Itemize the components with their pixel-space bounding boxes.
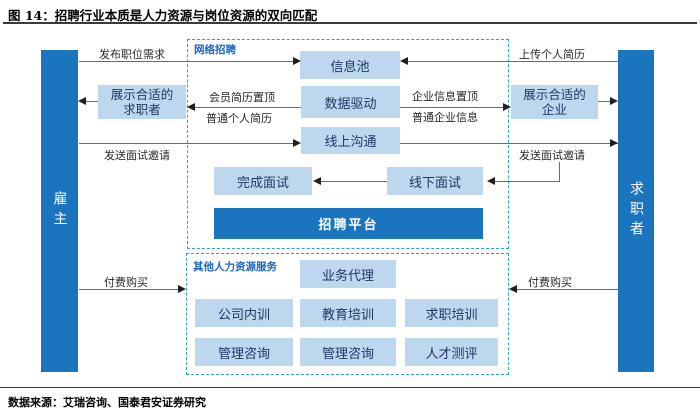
show-candidates-line [86,101,98,102]
arrow-left-icon [509,285,517,293]
talent-assessment-box: 人才测评 [405,338,498,366]
online-recruiting-group [187,39,509,249]
figure-title: 图 14：招聘行业本质是人力资源与岗位资源的双向匹配 [8,8,318,23]
complete-interview-box: 完成面试 [214,167,312,195]
business-agency-box: 业务代理 [300,260,396,288]
employer-bar: 雇主 [41,50,78,372]
send-invite-left-label: 发送面试邀请 [104,149,170,162]
normal-company-info-label: 普通企业信息 [412,111,478,124]
pay-left-line [79,289,180,290]
resume-push-line [195,107,301,108]
pay-right-label: 付费购买 [528,276,572,289]
job-search-training-box: 求职培训 [405,299,498,327]
send-invite-left-line [79,143,295,144]
pay-left-label: 付费购买 [104,276,148,289]
pay-right-line [516,289,618,290]
management-consulting-box-1: 管理咨询 [195,338,293,366]
offline-to-finish-line [320,181,387,182]
suitable-companies-box: 展示合适的 企业 [511,85,598,119]
arrow-left-icon [400,57,408,65]
education-training-box: 教育培训 [300,299,396,327]
send-invite-right-line [400,143,618,144]
title-divider [3,22,697,24]
jobseeker-bar: 求职者 [618,50,654,372]
suitable-candidates-line2: 求职者 [123,102,161,117]
member-resume-top-label: 会员简历置顶 [209,91,275,104]
data-source-note: 数据来源：艾瑞咨询、国泰君安证券研究 [8,396,206,409]
arrow-left-icon [487,177,495,185]
publish-job-line [79,61,295,62]
recruitment-platform-box: 招聘平台 [214,208,483,239]
suitable-companies-line2: 企业 [541,102,567,117]
company-info-top-label: 企业信息置顶 [412,90,478,103]
arrow-right-icon [610,139,618,147]
suitable-candidates-box: 展示合适的 求职者 [98,85,186,119]
arrow-left-icon [78,97,86,105]
suitable-candidates-line1: 展示合适的 [110,87,174,102]
online-communication-box: 线上沟通 [301,127,400,154]
arrow-right-icon [178,285,186,293]
suitable-companies-line1: 展示合适的 [523,87,586,102]
arrow-right-icon [293,139,301,147]
data-driven-box: 数据驱动 [301,86,400,118]
management-consulting-box-2: 管理咨询 [300,338,396,366]
upload-resume-label: 上传个人简历 [519,48,585,61]
company-training-box: 公司内训 [195,299,293,327]
normal-resume-label: 普通个人简历 [206,112,272,125]
footer-divider [0,387,700,388]
arrow-left-icon [187,103,195,111]
arrow-right-icon [503,103,511,111]
arrow-right-icon [610,97,618,105]
other-hr-group [186,253,509,375]
offline-interview-box: 线下面试 [387,167,483,195]
other-hr-label: 其他人力资源服务 [193,261,277,273]
offline-branch-vertical-line [559,162,560,182]
arrow-left-icon [313,177,321,185]
arrow-right-icon [293,57,301,65]
publish-job-label: 发布职位需求 [99,48,165,61]
offline-branch-horizontal-line [494,181,560,182]
upload-resume-line [407,61,618,62]
online-recruiting-label: 网络招聘 [194,44,236,56]
show-companies-line [598,101,611,102]
company-info-line [400,107,504,108]
info-pool-box: 信息池 [300,51,400,79]
send-invite-right-label: 发送面试邀请 [519,149,585,162]
